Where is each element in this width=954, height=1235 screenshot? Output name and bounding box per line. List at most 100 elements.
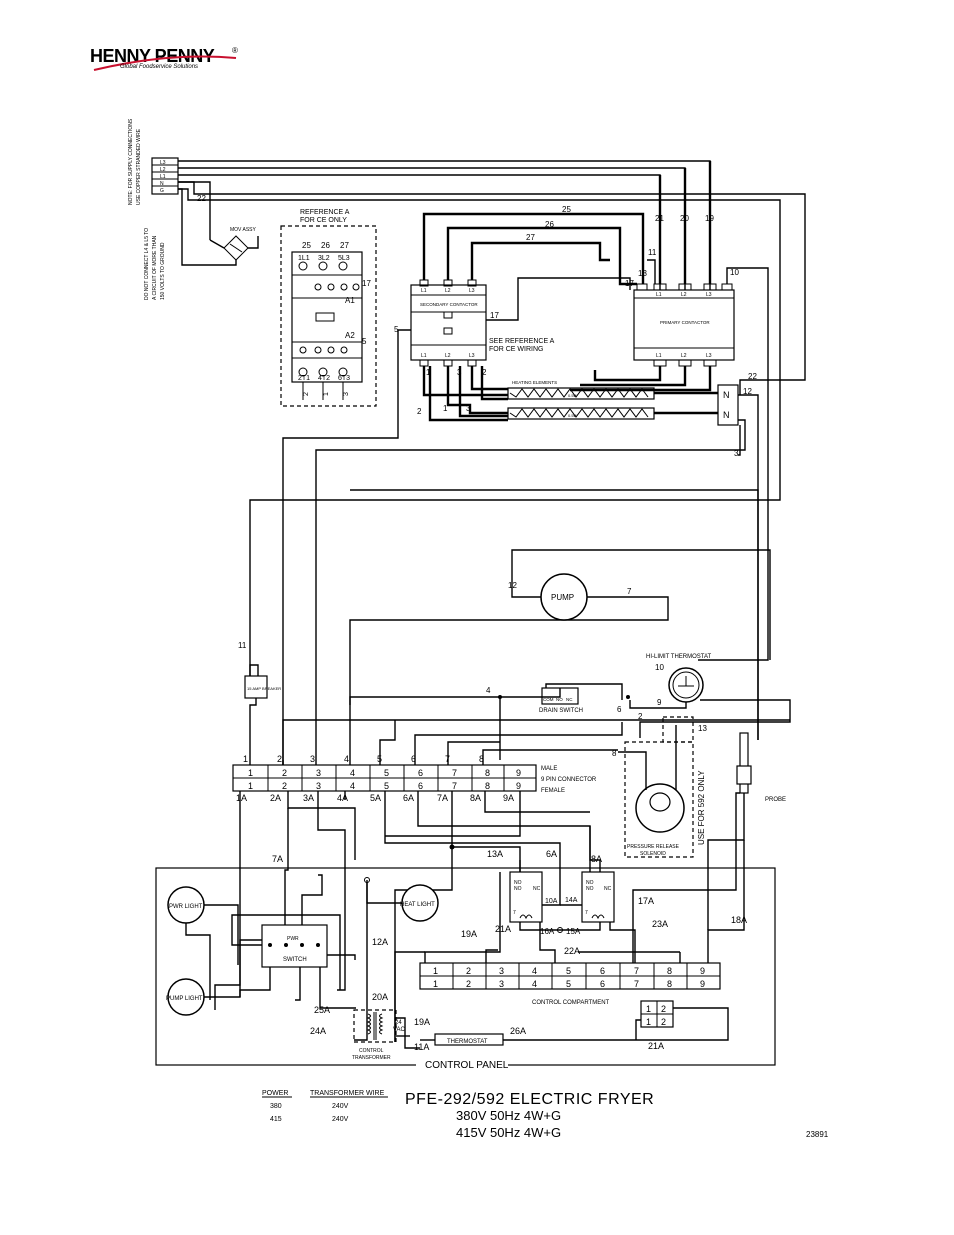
thermostat-label: THERMOSTAT — [447, 1039, 488, 1045]
heater-power-wires — [422, 161, 769, 661]
wire-label-19Ab: 19A — [414, 1017, 430, 1027]
thermostat: THERMOSTAT — [420, 1033, 530, 1046]
title-line-2: 380V 50Hz 4W+G — [456, 1108, 561, 1123]
control-compartment-label: CONTROL COMPARTMENT — [532, 1000, 610, 1006]
registered-mark: ® — [232, 46, 238, 55]
cc-bottom-9: 9 — [700, 979, 705, 989]
conn-wire-9a: 9A — [503, 793, 514, 803]
connector-bottom-1: 1 — [248, 781, 253, 791]
title-line-1: PFE-292/592 ELECTRIC FRYER — [405, 1091, 654, 1108]
relay-right: NO NO NC 7 — [581, 871, 615, 923]
connector-top-9: 9 — [516, 768, 521, 778]
wire-label-17a: 17 — [625, 279, 634, 288]
relay-left-nc: NC — [533, 886, 541, 892]
relay-right-no-top: NO — [586, 880, 594, 886]
wire-label-21: 21 — [655, 214, 664, 223]
wire-label-13c: 13 — [698, 724, 707, 733]
temperature-probe: PROBE — [632, 732, 786, 930]
use-for-592-label: USE FOR 592 ONLY — [697, 770, 706, 845]
heat-light: HEAT LIGHT — [354, 877, 439, 1041]
wire-label-21Ab: 21A — [648, 1041, 664, 1051]
vac-value: 24 — [395, 1020, 402, 1026]
see-reference-line-2: FOR CE WIRING — [489, 346, 543, 353]
sec-load-l2: L2 — [445, 353, 451, 359]
cc-bottom-1: 1 — [433, 979, 438, 989]
terminal-n: N — [160, 181, 164, 187]
terminal-l2: L2 — [160, 167, 166, 173]
wire-label-25: 25 — [562, 205, 571, 214]
logo-swoosh — [93, 55, 237, 71]
connector-bottom-5: 5 — [384, 781, 389, 791]
wire-label-18A: 18A — [731, 915, 747, 925]
power-table-header-power: POWER — [262, 1090, 288, 1097]
heating-elements: HEATING ELEMENTS 0.5W 0.5W N N — [507, 380, 739, 426]
secondary-contactor-label: SECONDARY CONTACTOR — [420, 302, 478, 307]
ref-a-out-2: 2 — [303, 392, 310, 396]
relay-left-no-top: NO — [514, 880, 522, 886]
drawing-title-block: PFE-292/592 ELECTRIC FRYER 380V 50Hz 4W+… — [405, 1091, 829, 1140]
hi-limit-thermostat: HI-LIMIT THERMOSTAT 10 — [629, 654, 712, 709]
relay-left: NO NO NC 7 — [509, 871, 543, 923]
cc-top-1: 1 — [433, 966, 438, 976]
drain-switch-label: DRAIN SWITCH — [539, 708, 583, 714]
ref-a-wire-17: 17 — [362, 279, 371, 288]
cc-bottom-6: 6 — [600, 979, 605, 989]
wire-label-6: 6 — [617, 705, 622, 714]
ground-note-line-1: DO NOT CONNECT L4 & L5 TO — [144, 228, 150, 300]
power-switch: PWR SWITCH — [231, 808, 356, 1009]
cc-small-top-1: 1 — [646, 1004, 651, 1014]
wire-label-8: 8 — [612, 749, 617, 758]
cc-small-bottom-1: 1 — [646, 1017, 651, 1027]
connector-bottom-3: 3 — [316, 781, 321, 791]
connector-bottom-9: 9 — [516, 781, 521, 791]
connector-top-2: 2 — [282, 768, 287, 778]
transformer-label-2: TRANSFORMER — [352, 1055, 391, 1061]
cc-top-4: 4 — [532, 966, 537, 976]
sec-load-l1: L1 — [421, 353, 427, 359]
wire-label-21A: 21A — [495, 924, 511, 934]
ref-a-wire-5: 5 — [362, 337, 367, 346]
brand-logo: HENNY PENNY ® Global Foodservice Solutio… — [90, 46, 238, 71]
wire-label-12a: 12 — [743, 387, 752, 396]
connector-top-1: 1 — [248, 768, 253, 778]
control-compartment-wires — [394, 840, 745, 1042]
conn-wire-8a: 8A — [470, 793, 481, 803]
wire-label-17b: 17 — [490, 311, 499, 320]
wire-label-10A: 10A — [545, 898, 558, 905]
wire-label-16A: 16A — [540, 927, 555, 936]
pri-load-l1: L1 — [656, 353, 662, 359]
wire-label-4: 4 — [486, 686, 491, 695]
ref-a-num-26: 26 — [321, 241, 330, 250]
connector-top-3: 3 — [316, 768, 321, 778]
connector-top-wires — [249, 696, 790, 765]
cc-small-bottom-2: 2 — [661, 1017, 666, 1027]
connector-bottom-2: 2 — [282, 781, 287, 791]
wire-label-9: 9 — [657, 698, 662, 707]
wire-label-14A: 14A — [565, 897, 578, 904]
pressure-release-line-1: PRESSURE RELEASE — [627, 844, 680, 850]
power-row-2-wire: 240V — [332, 1116, 349, 1123]
ref-a-num-25: 25 — [302, 241, 311, 250]
mov-assembly: MOV ASSY — [209, 227, 259, 266]
conn-wire-3a: 3A — [303, 793, 314, 803]
wire-label-25A: 25A — [314, 1005, 330, 1015]
cc-top-3: 3 — [499, 966, 504, 976]
wire-label-24A: 24A — [310, 1026, 326, 1036]
wire-label-2c: 2 — [638, 712, 643, 721]
ref-a-out-3: 3 — [343, 392, 350, 396]
cc-bottom-3: 3 — [499, 979, 504, 989]
conn-wire-2a: 2A — [270, 793, 281, 803]
probe-label: PROBE — [765, 797, 786, 803]
pwr-switch-label: PWR — [287, 936, 299, 942]
reference-a-subtitle: FOR CE ONLY — [300, 217, 347, 224]
connector-male-label: MALE — [541, 766, 557, 772]
primary-contactor-label: PRIMARY CONTACTOR — [660, 320, 710, 325]
relay-right-coil: 7 — [585, 910, 588, 916]
power-table-header-transformer: TRANSFORMER WIRE — [310, 1090, 385, 1097]
supply-note: NOTE: FOR SUPPLY CONNECTIONS USE COPPER … — [128, 118, 142, 205]
cc-top-7: 7 — [634, 966, 639, 976]
pri-load-l3: L3 — [706, 353, 712, 359]
power-table: POWER TRANSFORMER WIRE 380 240V 415 240V — [262, 1090, 388, 1123]
wire-label-7A: 7A — [272, 854, 283, 864]
